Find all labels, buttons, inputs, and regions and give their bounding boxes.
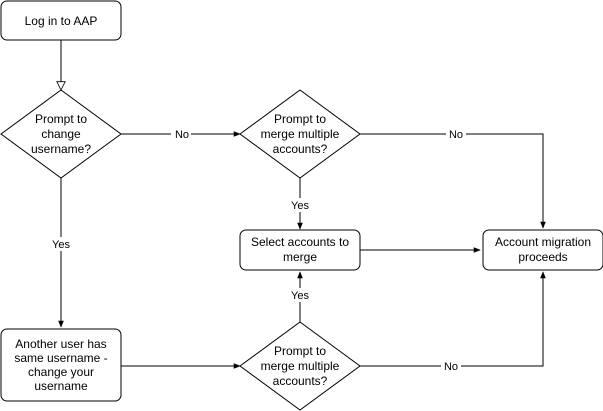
node-prompt-merge-bottom-line-3: accounts? (273, 374, 328, 388)
node-prompt-change-username-line-2: change (41, 127, 81, 141)
node-prompt-merge-top-line-3: accounts? (273, 142, 328, 156)
edge-label-yes-2: Yes (52, 239, 70, 251)
node-prompt-merge-top-line-2: merge multiple (261, 127, 340, 141)
node-another-user-line-2: same username - (14, 351, 107, 365)
node-prompt-merge-top-line-1: Prompt to (274, 112, 326, 126)
edge-label-no-3: No (444, 361, 458, 373)
node-another-user-line-4: username (34, 379, 88, 393)
node-prompt-merge-bottom-line-2: merge multiple (261, 359, 340, 373)
node-prompt-change-username-line-1: Prompt to (35, 112, 87, 126)
node-another-user-line-1: Another user has (15, 337, 106, 351)
edge-merge-top-no-to-migration (360, 133, 546, 229)
node-prompt-merge-top: Prompt to merge multiple accounts? (239, 89, 361, 179)
node-prompt-merge-bottom: Prompt to merge multiple accounts? (239, 321, 361, 411)
node-select-accounts: Select accounts to merge (239, 229, 361, 271)
edge-label-yes-3: Yes (291, 290, 309, 302)
node-another-user-line-3: change your (28, 365, 94, 379)
node-account-migration: Account migration proceeds (482, 229, 603, 271)
node-login: Log in to AAP (0, 0, 122, 41)
node-account-migration-line-1: Account migration (495, 235, 591, 249)
edge-label-yes-1: Yes (291, 200, 309, 212)
node-select-accounts-line-1: Select accounts to (251, 235, 349, 249)
node-prompt-merge-bottom-line-1: Prompt to (274, 344, 326, 358)
node-select-accounts-line-2: merge (283, 250, 317, 264)
node-account-migration-line-2: proceeds (518, 250, 567, 264)
node-login-label: Log in to AAP (25, 14, 98, 28)
edge-label-no-2: No (449, 129, 463, 141)
node-another-user: Another user has same username - change … (0, 328, 122, 402)
node-prompt-change-username: Prompt to change username? (0, 89, 122, 179)
node-prompt-change-username-line-3: username? (31, 142, 91, 156)
edge-merge-bottom-no-to-migration (360, 271, 546, 367)
edge-label-no-1: No (175, 129, 189, 141)
